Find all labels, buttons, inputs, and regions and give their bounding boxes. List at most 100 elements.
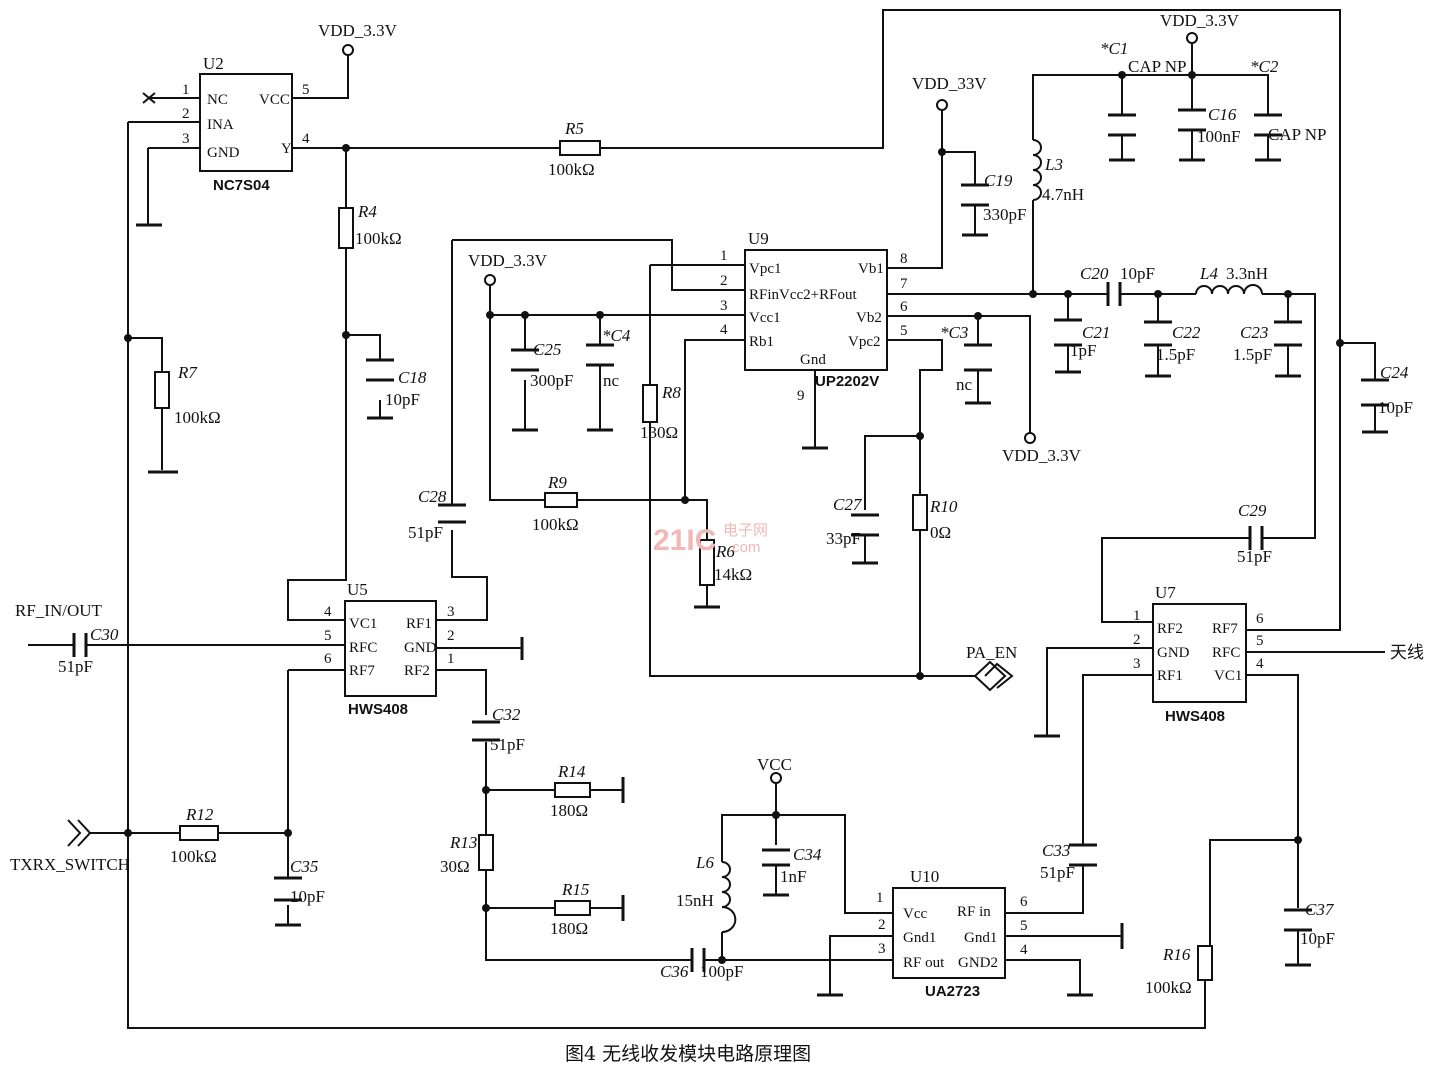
resistor-r16 bbox=[1197, 945, 1213, 981]
txrx-switch-arrow-icon bbox=[67, 819, 92, 847]
pin-label: NC bbox=[207, 92, 228, 108]
vdd-label-top: VDD_3.3V bbox=[1160, 11, 1240, 30]
value-label: 4.7nH bbox=[1042, 185, 1084, 204]
vdd-terminal-icon bbox=[484, 274, 496, 286]
pin-number: 4 bbox=[720, 322, 728, 338]
value-label: 51pF bbox=[58, 657, 93, 676]
watermark-site: 电子网 bbox=[723, 522, 768, 539]
value-label: 15nH bbox=[676, 891, 714, 910]
capacitor-c30 bbox=[72, 633, 88, 657]
capacitor-c16 bbox=[1178, 108, 1206, 132]
value-label: 100kΩ bbox=[1145, 978, 1192, 997]
resistor-r5 bbox=[559, 140, 601, 156]
capacitor-c32 bbox=[472, 720, 500, 742]
vdd-label-u2: VDD_3.3V bbox=[318, 21, 398, 40]
ref-label: L3 bbox=[1044, 155, 1063, 174]
value-label: 0Ω bbox=[930, 523, 951, 542]
pin-label: INA bbox=[207, 117, 234, 133]
capacitors: *C1 CAP NP C16 100nF *C2 CAP NP C19 330p… bbox=[58, 39, 1413, 981]
value-label: 100kΩ bbox=[548, 160, 595, 179]
pin-number: 9 bbox=[797, 388, 805, 404]
pin-number: 4 bbox=[324, 604, 332, 620]
value-label: 10pF bbox=[1120, 264, 1155, 283]
pin-number: 3 bbox=[447, 604, 455, 620]
capacitor-c21 bbox=[1054, 318, 1082, 347]
pin-label: Vb1 bbox=[858, 261, 884, 277]
pin-label: GND bbox=[404, 640, 437, 656]
pin-number: 4 bbox=[1020, 942, 1028, 958]
vdd-terminal-icon bbox=[342, 44, 354, 56]
pin-label: RF7 bbox=[349, 663, 375, 679]
vdd-terminal-icon bbox=[1024, 432, 1036, 444]
value-label: 180Ω bbox=[550, 919, 588, 938]
chip-part: HWS408 bbox=[1165, 708, 1225, 725]
value-label: 100pF bbox=[700, 962, 743, 981]
wires bbox=[28, 9, 1385, 1029]
pin-number: 5 bbox=[1256, 633, 1264, 649]
value-label: 100kΩ bbox=[355, 229, 402, 248]
port-antenna: 天线 bbox=[1390, 643, 1424, 662]
pin-label: RFC bbox=[349, 640, 377, 656]
chip-u7: U7 HWS408 RF2 GND RF1 RF7 RFC VC1 1 2 3 … bbox=[1133, 583, 1264, 725]
pin-label: RF1 bbox=[406, 616, 432, 632]
ref-label: R13 bbox=[449, 833, 477, 852]
ref-label: C27 bbox=[833, 495, 863, 514]
ref-label: L6 bbox=[695, 853, 714, 872]
no-connect-icon bbox=[142, 92, 156, 104]
ref-label: C23 bbox=[1240, 323, 1268, 342]
resistor-r15 bbox=[554, 900, 591, 916]
capacitor-c18 bbox=[366, 358, 394, 382]
pin-label: VC1 bbox=[1214, 668, 1242, 684]
ref-label: C22 bbox=[1172, 323, 1201, 342]
pin-label: GND bbox=[207, 145, 240, 161]
inductor-l3 bbox=[1032, 139, 1042, 201]
pin-label: Gnd bbox=[800, 352, 826, 368]
pin-label: Vpc1 bbox=[749, 261, 782, 277]
pin-number: 4 bbox=[302, 131, 310, 147]
capacitor-c19 bbox=[961, 183, 989, 207]
pin-number: 3 bbox=[182, 131, 190, 147]
value-label: 51pF bbox=[408, 523, 443, 542]
port-pa-en: PA_EN bbox=[966, 643, 1017, 662]
pin-label: Rb1 bbox=[749, 334, 774, 350]
chip-part: UP2202V bbox=[815, 373, 879, 390]
chip-u5: U5 HWS408 VC1 RFC RF7 RF1 GND RF2 4 5 6 … bbox=[324, 580, 455, 718]
value-label: 300pF bbox=[530, 371, 573, 390]
ref-label: R9 bbox=[547, 473, 567, 492]
ground-symbols bbox=[136, 158, 1388, 997]
resistors: R5 100kΩ R4 100kΩ R7 100kΩ R8 130Ω R9 10… bbox=[154, 119, 1213, 997]
value-label: 1.5pF bbox=[1156, 345, 1195, 364]
value-label: 330pF bbox=[983, 205, 1026, 224]
vdd-label-left: VDD_3.3V bbox=[468, 251, 548, 270]
pin-number: 2 bbox=[182, 106, 190, 122]
ref-label: R8 bbox=[661, 383, 681, 402]
capacitor-c28 bbox=[438, 503, 466, 524]
resistor-r13 bbox=[478, 834, 494, 871]
chip-part: HWS408 bbox=[348, 701, 408, 718]
ref-label: C36 bbox=[660, 962, 689, 981]
pin-number: 7 bbox=[900, 276, 908, 292]
value-label: 100kΩ bbox=[170, 847, 217, 866]
ref-label: C24 bbox=[1380, 363, 1409, 382]
pin-number: 2 bbox=[878, 917, 886, 933]
pin-label: RF2 bbox=[404, 663, 430, 679]
chip-ref: U9 bbox=[748, 229, 769, 248]
resistor-r7 bbox=[154, 371, 170, 409]
capacitor-c23 bbox=[1274, 320, 1302, 347]
chip-u9: U9 UP2202V Vpc1 RFinVcc2+RFout Vcc1 Rb1 … bbox=[720, 229, 908, 404]
value-label: 10pF bbox=[1300, 929, 1335, 948]
pin-label: GND2 bbox=[958, 955, 998, 971]
pin-number: 1 bbox=[182, 82, 190, 98]
ref-label: C25 bbox=[533, 340, 561, 359]
vdd-label-vb2: VDD_3.3V bbox=[1002, 446, 1082, 465]
ref-label: R5 bbox=[564, 119, 584, 138]
pin-label: Y bbox=[281, 141, 292, 157]
pin-number: 4 bbox=[1256, 656, 1264, 672]
ref-label: R12 bbox=[185, 805, 214, 824]
value-label: 51pF bbox=[1040, 863, 1075, 882]
resistor-r8 bbox=[642, 384, 658, 423]
ref-label: R6 bbox=[715, 542, 735, 561]
pin-number: 1 bbox=[720, 248, 728, 264]
value-label: 180Ω bbox=[550, 801, 588, 820]
resistor-r6 bbox=[699, 539, 715, 586]
